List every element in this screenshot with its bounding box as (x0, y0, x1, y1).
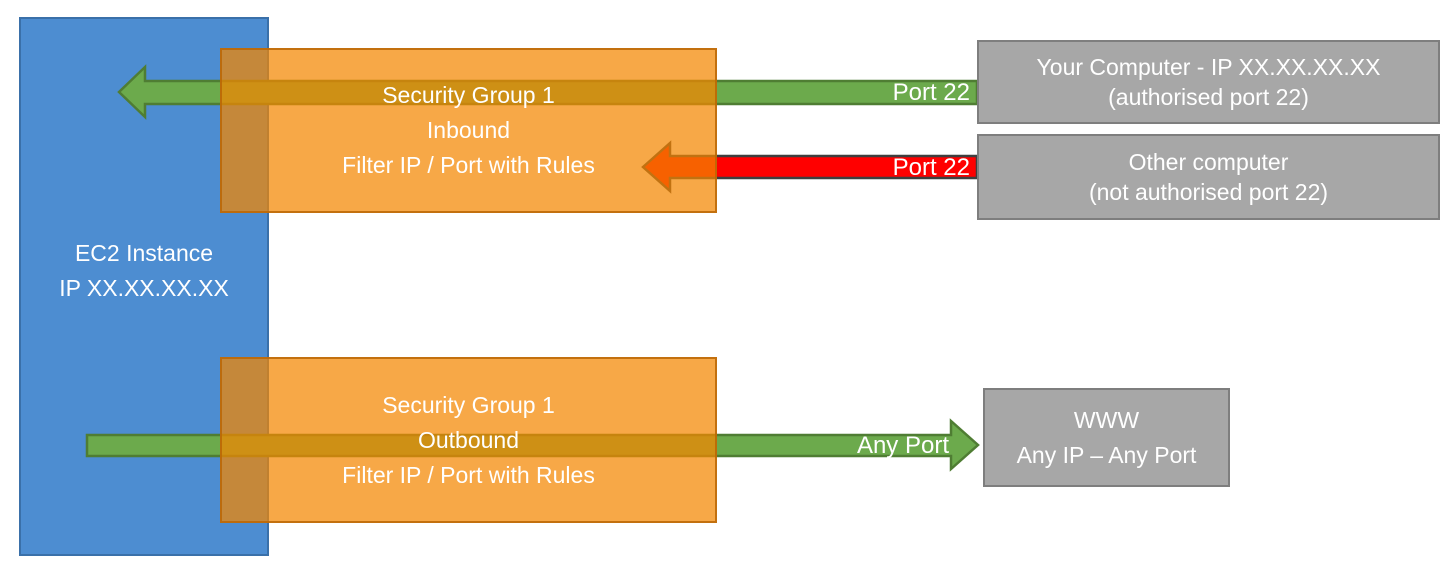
www-subtitle: Any IP – Any Port (1016, 441, 1197, 468)
www-title: WWW (1073, 406, 1140, 433)
other-computer-title: Other computer (1128, 149, 1289, 175)
security-group-outbound-direction: Outbound (417, 426, 520, 453)
security-group-outbound-title: Security Group 1 (382, 391, 555, 418)
ec2-instance-ip: IP XX.XX.XX.XX (59, 275, 229, 301)
other-computer-box: Other computer (not authorised port 22) (977, 134, 1440, 220)
ec2-instance-title: EC2 Instance (74, 240, 214, 266)
inbound-allowed-port-label: Port 22 (892, 79, 970, 106)
www-box: WWW Any IP – Any Port (983, 388, 1230, 487)
your-computer-title: Your Computer - IP XX.XX.XX.XX (1036, 54, 1381, 80)
other-computer-subtitle: (not authorised port 22) (1088, 179, 1329, 205)
security-group-inbound-title: Security Group 1 (382, 82, 555, 108)
outbound-port-label: Any Port (856, 432, 949, 459)
inbound-blocked-port-label: Port 22 (892, 154, 970, 181)
security-group-inbound-box: Security Group 1 Inbound Filter IP / Por… (220, 48, 717, 213)
security-group-outbound-box: Security Group 1 Outbound Filter IP / Po… (220, 357, 717, 523)
security-group-outbound-rule: Filter IP / Port with Rules (342, 461, 595, 488)
your-computer-box: Your Computer - IP XX.XX.XX.XX (authoris… (977, 40, 1440, 124)
ec2-instance-text: EC2 Instance IP XX.XX.XX.XX (21, 236, 267, 306)
security-group-inbound-direction: Inbound (426, 117, 511, 143)
security-group-inbound-rule: Filter IP / Port with Rules (342, 152, 595, 178)
your-computer-subtitle: (authorised port 22) (1108, 84, 1309, 110)
